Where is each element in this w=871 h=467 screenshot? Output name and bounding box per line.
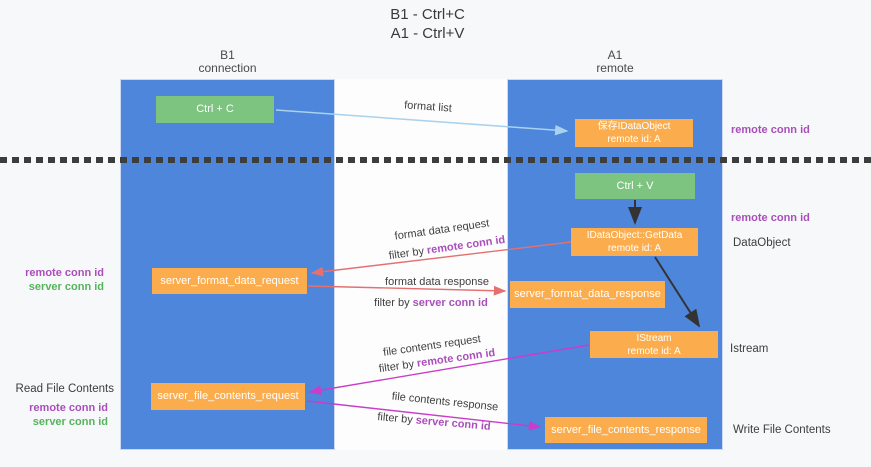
label-remote-conn-id-mid-right: remote conn id [731,212,810,224]
node-server-format-data-request: server_format_data_request [152,268,307,294]
label-conn-ids-left-2: remote conn id server conn id [0,401,108,429]
label-remote-conn-id-left-1: remote conn id [25,267,104,279]
lane-header-b1: B1 connection [120,49,335,75]
node-ctrl-c: Ctrl + C [156,96,274,123]
node-istream: IStream remote id: A [590,331,718,358]
node-format-response-label: server_format_data_response [514,288,661,301]
node-ctrl-c-label: Ctrl + C [196,103,234,116]
node-server-file-contents-response: server_file_contents_response [545,417,707,443]
lane-a1-role: remote [596,61,634,75]
lane-b1-name: B1 [220,48,235,62]
label-dataobject: DataObject [733,237,791,249]
diagram-title: B1 - Ctrl+C A1 - Ctrl+V [0,5,855,43]
node-istream-line2: remote id: A [627,345,681,357]
label-istream: Istream [730,343,769,355]
label-read-file-contents: Read File Contents [15,383,114,395]
node-server-format-data-response: server_format_data_response [510,281,665,308]
node-saved-idataobject: 保存IDataObject remote id: A [575,119,693,147]
phase-separator-dashed-line [0,157,871,163]
label-remote-conn-id-left-2: remote conn id [29,402,108,414]
node-format-request-label: server_format_data_request [160,274,299,287]
node-file-request-label: server_file_contents_request [157,390,299,403]
label-server-conn-id-left-1: server conn id [28,281,104,293]
node-idataobject-getdata: IDataObject::GetData remote id: A [571,228,698,256]
lane-b1-role: connection [198,61,257,75]
title-line-2: A1 - Ctrl+V [390,25,465,42]
title-line-1: B1 - Ctrl+C [390,6,465,23]
label-conn-ids-left-1: remote conn id server conn id [0,266,104,294]
node-istream-line1: IStream [636,332,672,344]
node-ctrl-v-label: Ctrl + V [616,179,654,192]
lane-header-a1: A1 remote [507,49,723,75]
label-remote-conn-id-top-right: remote conn id [731,124,810,136]
label-server-conn-id-left-2: server conn id [32,416,108,428]
flow-label-format-data-response: format data response [385,276,489,288]
server-conn-id-text: server conn id [412,297,488,309]
node-saved-idataobject-line2: remote id: A [607,134,661,145]
node-ctrl-v: Ctrl + V [575,173,695,199]
label-write-file-contents: Write File Contents [733,424,831,436]
node-file-response-label: server_file_contents_response [551,423,701,436]
node-getdata-line1: IDataObject::GetData [586,230,683,241]
filter-by-prefix: filter by [374,297,410,309]
lane-a1-name: A1 [607,48,623,62]
node-getdata-line2: remote id: A [607,243,662,254]
node-saved-idataobject-line1: 保存IDataObject [597,121,671,132]
node-server-file-contents-request: server_file_contents_request [151,383,305,410]
